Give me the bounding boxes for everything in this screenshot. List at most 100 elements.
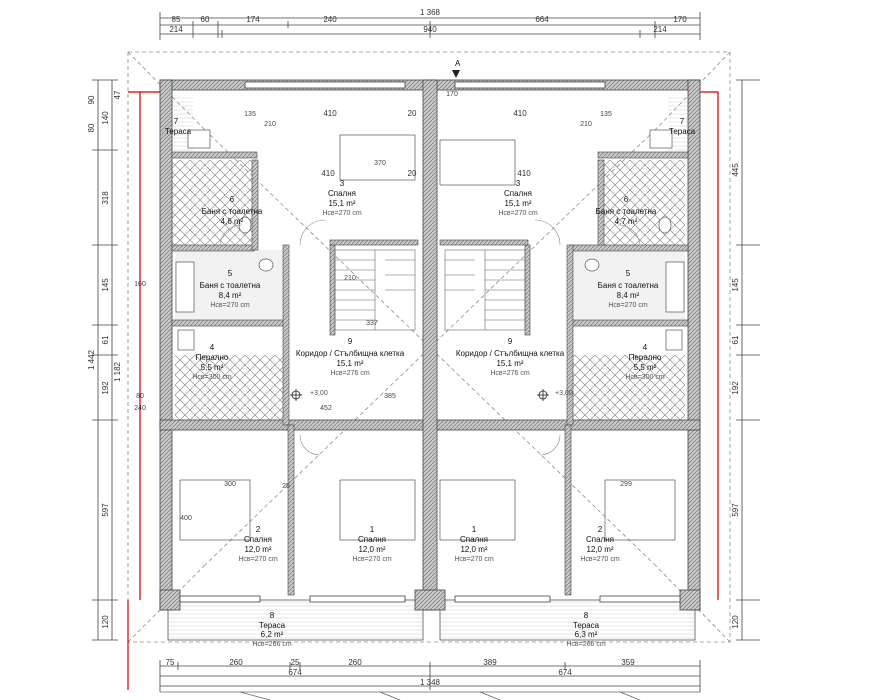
room-name: Спалня [328, 189, 356, 198]
room-8-right: 8 Тераса 6,3 m² Нсв=266 cm [566, 611, 605, 648]
room-7-left: 7 Тераса [165, 117, 192, 136]
room-area: 5,5 m² [201, 363, 224, 372]
dim-135-left: 135 [244, 111, 256, 118]
dim-left-120: 120 [101, 615, 110, 629]
dim-left-140: 140 [101, 111, 110, 125]
door-swings [219, 219, 641, 456]
dim-left-192: 192 [101, 381, 110, 395]
room-area: 8,4 m² [617, 291, 640, 300]
dim-top-664: 664 [535, 15, 549, 24]
windows-top [179, 81, 681, 603]
room-1-left: 1 Спалня 12,0 m² Нсв=270 cm [352, 525, 391, 563]
dim-right-120: 120 [731, 615, 740, 629]
dim-170: 170 [446, 91, 458, 98]
room-area: 4,6 m² [221, 217, 244, 226]
terrace-bottom-left [167, 599, 424, 641]
stairs-left [334, 249, 416, 331]
dim-inner-20-2: 20 [408, 169, 417, 178]
stairs-right [444, 249, 526, 331]
dim-160: 160 [134, 281, 146, 288]
dim-337: 337 [366, 320, 378, 327]
dim-bottom-260-b: 260 [348, 658, 362, 667]
room-num: 8 [584, 611, 589, 620]
room-name: Баня с тоалетна [200, 281, 261, 290]
dim-299: 299 [620, 481, 632, 488]
dim-bottom-389: 389 [483, 658, 497, 667]
dim-25: 25 [282, 483, 290, 490]
room-7-right: 7 Тераса [669, 117, 696, 136]
room-name: Баня с тоалетна [598, 281, 659, 290]
room-area: 15,1 m² [496, 359, 523, 368]
red-axis-lines [127, 91, 719, 690]
room-name: Тераса [573, 621, 600, 630]
room-num: 4 [643, 343, 648, 352]
dim-240: 240 [134, 405, 146, 412]
dim-right-61: 61 [731, 335, 740, 344]
room-height: Нсв=270 cm [454, 556, 493, 563]
room-4-right: 4 Перално 5,5 m² Нсв=300 cm [625, 343, 664, 381]
room-height: Нсв=270 cm [322, 210, 361, 217]
room-5-left: 5 Баня с тоалетна 8,4 m² Нсв=270 cm [200, 269, 261, 309]
room-height: Нсв=300 cm [625, 374, 664, 381]
room-num: 2 [256, 525, 261, 534]
room-name: Коридор / Стълбищна клетка [456, 349, 565, 358]
room-height: Нсв=270 cm [608, 302, 647, 309]
room-area: 4,7 m² [615, 217, 638, 226]
room-height: Нсв=266 cm [566, 641, 605, 648]
room-area: 12,0 m² [358, 545, 385, 554]
room-area: 12,0 m² [244, 545, 271, 554]
room-name: Тераса [165, 127, 192, 136]
right-dimension-lines [736, 79, 760, 641]
dim-135-right: 135 [600, 111, 612, 118]
room-height: Нсв=276 cm [490, 370, 529, 377]
dim-210-right: 210 [580, 121, 592, 128]
dim-452: 452 [320, 405, 332, 412]
dim-left-80: 80 [87, 123, 96, 132]
top-dimension-lines [159, 12, 701, 40]
dim-right-445: 445 [731, 163, 740, 177]
room-2-right: 2 Спалня 12,0 m² Нсв=270 cm [580, 525, 619, 563]
dim-left-145: 145 [101, 278, 110, 292]
room-height: Нсв=300 cm [192, 374, 231, 381]
room-height: Нсв=270 cm [352, 556, 391, 563]
dim-left-597: 597 [101, 503, 110, 517]
room-3-right: 3 Спалня 15,1 m² Нсв=270 cm [498, 179, 537, 217]
room-name: Баня с тоалетна [202, 207, 263, 216]
room-num: 9 [508, 337, 513, 346]
room-area: 12,0 m² [460, 545, 487, 554]
room-height: Нсв=266 cm [252, 641, 291, 648]
room-area: 6,2 m² [261, 630, 284, 639]
room-6-left: 6 Баня с тоалетна 4,6 m² [202, 195, 263, 226]
room-num: 5 [626, 269, 631, 278]
room-name: Тераса [259, 621, 286, 630]
section-mark: A [455, 59, 461, 68]
room-name: Спалня [504, 189, 532, 198]
terrace-bottom-right [439, 599, 696, 641]
bath-tile-left-top [172, 160, 252, 245]
dim-inner-410-3: 410 [321, 169, 335, 178]
room-height: Нсв=270 cm [498, 210, 537, 217]
dim-right-597: 597 [731, 503, 740, 517]
room-num: 7 [680, 117, 685, 126]
section-arrow [452, 70, 460, 78]
dim-top-170: 170 [673, 15, 687, 24]
dim-top-214-left: 214 [169, 25, 183, 34]
room-name: Спалня [244, 535, 272, 544]
bath-fixtures [175, 129, 685, 351]
room-num: 8 [270, 611, 275, 620]
dim-bottom-674-left: 674 [288, 668, 302, 677]
room-6-right: 6 Баня с тоалетна 4,7 m² [596, 195, 657, 226]
level-markers [290, 389, 549, 401]
room-height: Нсв=270 cm [238, 556, 277, 563]
room-name: Коридор / Стълбищна клетка [296, 349, 405, 358]
dim-inner-410-4: 410 [517, 169, 531, 178]
dim-left-61: 61 [101, 335, 110, 344]
dim-inner-410-2: 410 [513, 109, 527, 118]
left-dimension-lines [92, 79, 118, 641]
dim-left-1182: 1 182 [113, 361, 122, 382]
room-name: Баня с тоалетна [596, 207, 657, 216]
room-height: Нсв=270 cm [210, 302, 249, 309]
room-height: Нсв=270 cm [580, 556, 619, 563]
room-num: 9 [348, 337, 353, 346]
